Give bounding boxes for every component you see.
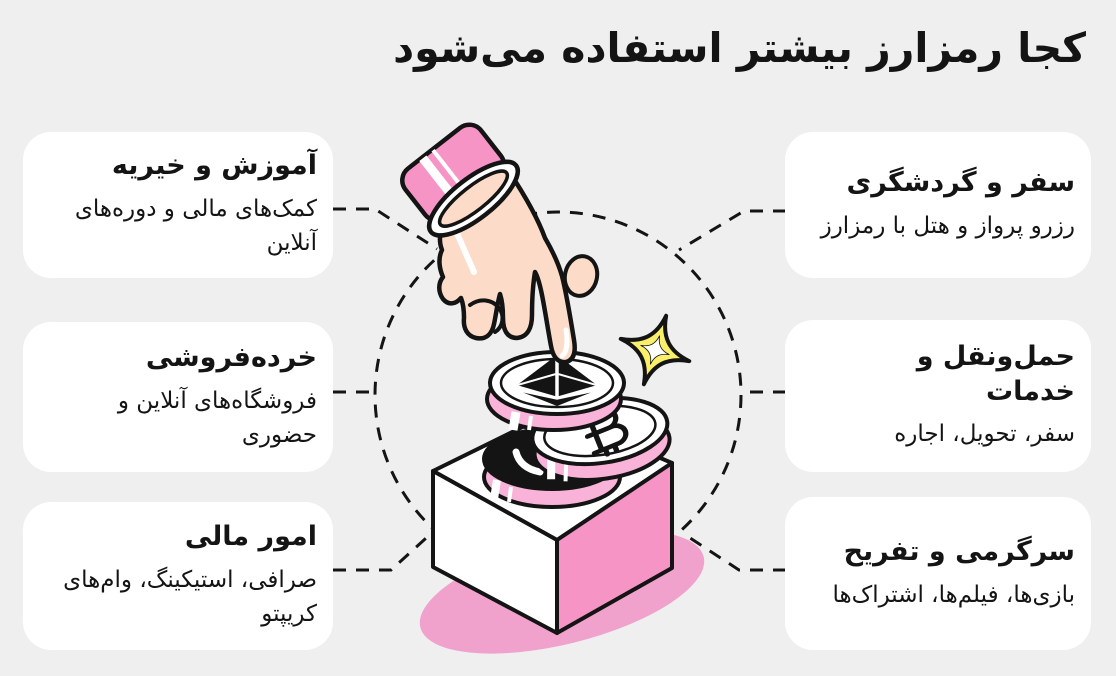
ethereum-coin-icon xyxy=(485,350,626,432)
sleeve-cuff xyxy=(400,122,521,238)
card-heading: حمل‌ونقل و خدمات xyxy=(916,341,1075,407)
card-body: فروشگاه‌های آنلاین و حضوری xyxy=(117,387,317,449)
connector-line-bottom-left xyxy=(333,527,438,572)
sparkle-icon xyxy=(618,313,692,387)
card-body: کمک‌های مالی و دوره‌های آنلاین xyxy=(74,195,317,257)
connector-line-top-left xyxy=(333,207,438,251)
center-illustration xyxy=(333,122,786,654)
card-travel-tourism: سفر و گردشگری رزرو پرواز و هتل با رمزارز xyxy=(785,132,1091,278)
page-title: کجا رمزارز بیشتر استفاده می‌شود xyxy=(393,24,1086,72)
card-finance: امور مالی صرافی، استیکینگ، وام‌های کریپت… xyxy=(23,502,333,650)
connector-line-bottom-right xyxy=(683,532,786,572)
card-heading: آموزش و خیریه xyxy=(111,150,317,182)
card-retail: خرده‌فروشی فروشگاه‌های آنلاین و حضوری xyxy=(23,322,333,472)
card-heading: امور مالی xyxy=(184,521,317,553)
card-body: صرافی، استیکینگ، وام‌های کریپتو xyxy=(63,566,317,628)
card-body: بازی‌ها، فیلم‌ها، اشتراک‌ها xyxy=(832,581,1075,608)
card-transport-services: حمل‌ونقل و خدمات سفر، تحویل، اجاره xyxy=(785,320,1091,472)
hand-picking-coin-icon xyxy=(400,122,600,365)
card-body: رزرو پرواز و هتل با رمزارز xyxy=(820,213,1075,240)
connector-line-top-right xyxy=(678,209,786,252)
card-heading: سرگرمی و تفریح xyxy=(843,535,1075,567)
card-entertainment: سرگرمی و تفریح بازی‌ها، فیلم‌ها، اشتراک‌… xyxy=(785,497,1091,650)
card-heading: سفر و گردشگری xyxy=(846,167,1075,199)
card-education-charity: آموزش و خیریه کمک‌های مالی و دوره‌های آن… xyxy=(23,132,333,278)
card-body: سفر، تحویل، اجاره xyxy=(894,421,1075,448)
card-heading: خرده‌فروشی xyxy=(145,342,317,374)
